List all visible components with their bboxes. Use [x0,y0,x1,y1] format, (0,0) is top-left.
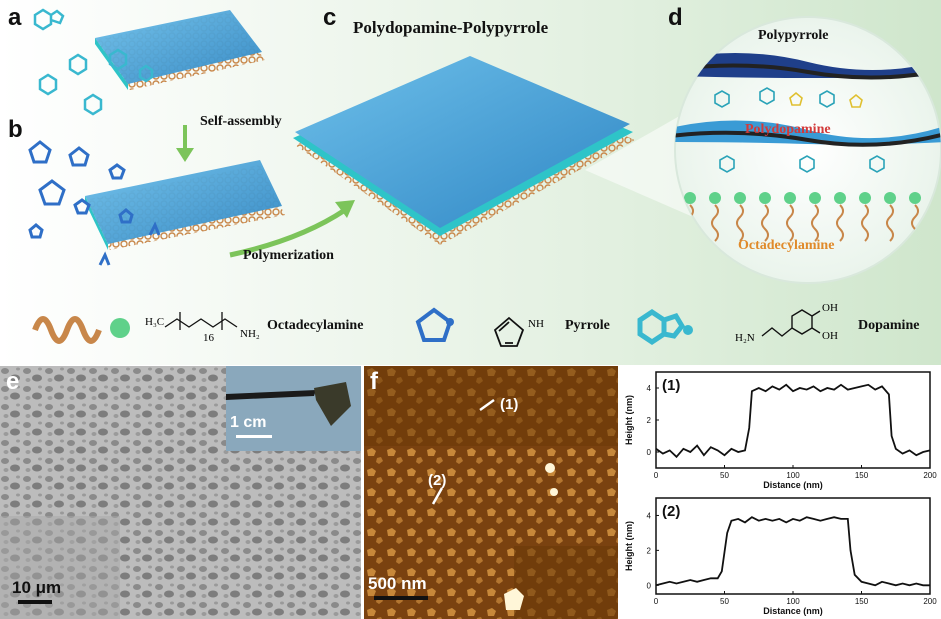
formula-nh2: NH₂ [240,328,260,340]
y-tick-label: 2 [647,416,652,425]
layer-octadecylamine-label: Octadecylamine [738,238,835,253]
y-tick-label: 4 [647,384,652,393]
panel-label-f: f [370,368,378,395]
sheet-a [95,10,265,90]
formula-nh: NH [528,318,544,330]
panel-label-e: e [6,368,20,395]
profile-label: (1) [662,377,680,394]
pentagon-icon [415,307,454,342]
formula-h2n: H₂N [735,332,755,344]
legend-octadecylamine: Octadecylamine [267,318,364,333]
legend-pyrrole: Pyrrole [565,318,610,333]
y-axis-label: Height (nm) [624,521,634,571]
octadecylamine-icon [32,316,130,344]
afm-marker-2: (2) [428,472,447,489]
legend-dopamine: Dopamine [858,318,920,333]
x-tick-label: 0 [654,471,659,480]
x-tick-label: 150 [855,597,869,606]
x-axis-label: Distance (nm) [763,480,823,490]
x-axis-label: Distance (nm) [763,606,823,616]
series-line [655,383,931,459]
formula-oh1: OH [822,302,838,314]
schematic-panel: a b c d Polydopamine-Polypyrrole Self-as… [0,0,941,365]
inset-scalebar-label: 1 cm [230,414,267,431]
ch-chain-bracket-icon [164,312,238,330]
x-tick-label: 50 [720,597,729,606]
dopamine-structure-icon [761,309,821,337]
y-tick-label: 0 [647,581,652,590]
pyrrole-molecules-b [28,140,161,266]
afm-texture [364,366,618,619]
x-tick-label: 50 [720,471,729,480]
scalebar-f [374,596,428,600]
formula-subscript: 16 [203,332,214,344]
arrow-polymerization [229,207,347,258]
pyrrole-structure-icon [493,316,525,347]
panel-label-a: a [8,4,22,31]
label-self-assembly: Self-assembly [200,114,282,129]
schematic-art [28,8,941,347]
label-polymerization: Polymerization [243,248,334,263]
plot-frame [655,371,931,469]
y-tick-label: 4 [647,511,652,520]
y-tick-label: 0 [647,448,652,457]
scalebar-e-label: 10 μm [12,578,62,597]
film-tweezers [226,382,351,426]
x-tick-label: 100 [786,471,800,480]
dopamine-molecules-a [33,8,154,116]
series-line [655,516,930,587]
inset-scalebar [236,435,272,438]
inset-photo [226,366,361,451]
y-axis-label: Height (nm) [624,395,634,445]
sem-image: 1 cm e 10 μm [0,366,361,619]
sheet-c [293,56,635,245]
indole-model-icon [637,308,693,346]
y-tick-label: 2 [647,546,652,555]
afm-marker-1: (1) [500,396,519,413]
layer-zoom-circle [674,16,941,284]
afm-image: f (1) (2) 500 nm [364,366,618,619]
zoom-cone [585,110,700,220]
scalebar-f-label: 500 nm [368,574,427,593]
formula-oh2: OH [822,330,838,342]
plot-frame [655,497,931,595]
title-c: Polydopamine-Polypyrrole [353,18,549,37]
layer-polydopamine-label: Polydopamine [745,122,831,137]
x-tick-label: 150 [855,471,869,480]
layer-polypyrrole-label: Polypyrrole [758,28,829,43]
x-tick-label: 200 [923,597,937,606]
formula-h3c: H₃C [145,316,165,328]
panel-label-b: b [8,116,23,143]
x-tick-label: 0 [654,597,659,606]
profile-label: (2) [662,503,680,520]
x-tick-label: 200 [923,471,937,480]
x-tick-label: 100 [786,597,800,606]
panel-label-c: c [323,4,337,31]
scalebar-e [18,600,52,604]
panel-label-d: d [668,4,683,31]
sheet-b [85,160,285,250]
